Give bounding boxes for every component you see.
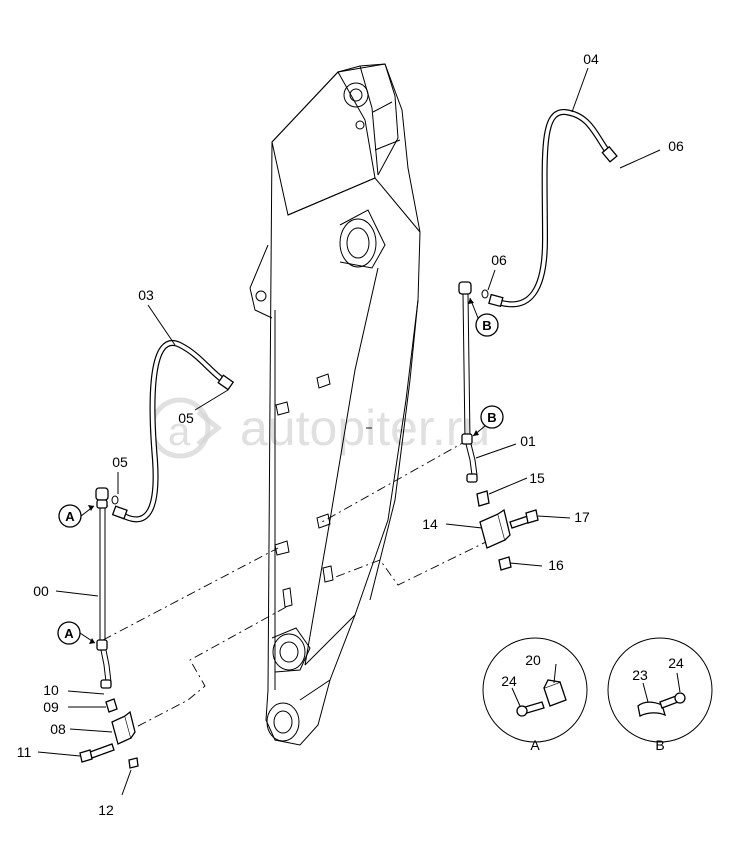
part-label-06b: 06: [491, 252, 507, 268]
part-label-16: 16: [548, 557, 564, 573]
part-label-00: 00: [33, 583, 49, 599]
part-label-20: 20: [525, 652, 541, 668]
detail-view-a-label: A: [530, 737, 540, 753]
leader-lines: [102, 427, 491, 736]
callout-b-lower: B: [472, 405, 504, 437]
callout-a-lower: A: [57, 621, 96, 645]
part-label-04: 04: [583, 51, 599, 67]
callout-b-upper: B: [468, 297, 499, 337]
part-label-15: 15: [529, 470, 545, 486]
part-label-11: 11: [17, 744, 32, 760]
part-label-17: 17: [574, 509, 590, 525]
callout-a-upper: A: [58, 504, 95, 528]
left-clamp-hardware: [79, 698, 139, 769]
detail-view-a: A 20 24: [482, 637, 588, 753]
part-label-06a: 06: [668, 138, 684, 154]
part-label-01: 01: [520, 433, 536, 449]
part-labels: 03 05 05 00 10 09 08 11 12 04 06 06 01 1…: [17, 51, 684, 818]
watermark-text: autopiter.ru: [240, 400, 490, 456]
part-label-09: 09: [43, 699, 59, 715]
part-leaders: [37, 67, 661, 796]
part-label-24a: 24: [501, 673, 517, 689]
part-label-23: 23: [632, 667, 648, 683]
right-clamp-hardware: [476, 490, 539, 571]
part-label-24b: 24: [668, 655, 684, 671]
part-label-03: 03: [138, 287, 154, 303]
part-label-10: 10: [43, 682, 59, 698]
part-label-14: 14: [422, 516, 438, 532]
callout-label: A: [65, 509, 75, 524]
detail-view-b: B 23 24: [607, 637, 713, 753]
callout-label: B: [482, 318, 491, 333]
boom-arm: [249, 63, 421, 746]
callout-label: A: [64, 626, 74, 641]
svg-text:a: a: [168, 410, 191, 454]
part-label-08: 08: [50, 721, 66, 737]
part-label-05a: 05: [178, 410, 194, 426]
part-label-12: 12: [98, 802, 114, 818]
callout-label: B: [487, 410, 496, 425]
right-pipe-assembly: [458, 109, 618, 483]
left-pipe-assembly: [95, 340, 235, 689]
detail-view-b-label: B: [655, 737, 664, 753]
watermark: a autopiter.ru: [149, 397, 490, 459]
part-label-05b: 05: [112, 454, 128, 470]
